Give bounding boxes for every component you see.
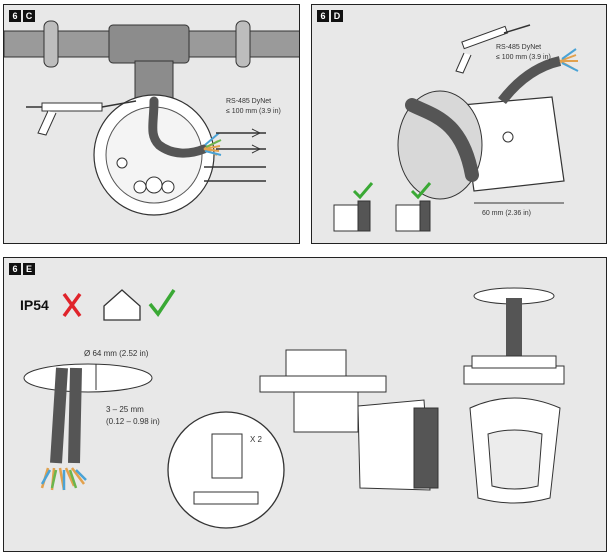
panel-step-6c: 6 C RS-485 DyNet bbox=[3, 4, 300, 244]
depth-label: 3 – 25 mm bbox=[106, 405, 144, 414]
screw bbox=[216, 144, 266, 154]
ip-rating-label: IP54 bbox=[20, 297, 49, 313]
step-badge: 6 C bbox=[9, 10, 35, 22]
check-icon bbox=[148, 289, 176, 317]
dynet-cable bbox=[498, 56, 562, 105]
step-letter: E bbox=[23, 263, 35, 275]
dynet-cable bbox=[148, 96, 209, 158]
step-number: 6 bbox=[317, 10, 329, 22]
step-badge: 6 E bbox=[9, 263, 35, 275]
cable-label: RS-485 DyNet bbox=[226, 98, 271, 105]
wall-mount-illustration: 60 mm (2.36 in) RS-485 DyNet ≤ 100 mm (3… bbox=[333, 24, 579, 232]
ceiling-hole bbox=[23, 363, 153, 393]
indoor-house-icon bbox=[103, 289, 141, 321]
step-number: 6 bbox=[9, 263, 21, 275]
pipe-saddle bbox=[43, 20, 59, 68]
caulking-gun-icon bbox=[455, 24, 531, 74]
step-badge: 6 D bbox=[317, 10, 343, 22]
sensor-thumbnail bbox=[333, 200, 371, 232]
conduit-tee bbox=[108, 24, 190, 64]
sensor-front-view bbox=[463, 287, 565, 504]
box-screw bbox=[502, 131, 514, 143]
step-letter: D bbox=[331, 10, 343, 22]
cross-icon bbox=[62, 292, 82, 318]
caulking-gun-icon bbox=[26, 100, 137, 136]
pipe-saddle bbox=[235, 20, 251, 68]
ceiling-mount-illustration: RS-485 DyNet ≤ 100 mm (3.9 in) bbox=[4, 20, 299, 216]
knockout-hole bbox=[145, 176, 163, 194]
repeat-label: X 2 bbox=[250, 435, 263, 444]
dynet-cable bbox=[405, 98, 479, 182]
knockout-hole bbox=[133, 180, 147, 194]
sensor-side-view bbox=[259, 349, 439, 491]
sensor-thumbnail bbox=[395, 200, 431, 232]
cable-label: RS-485 DyNet bbox=[496, 44, 541, 51]
check-icon bbox=[410, 182, 432, 200]
width-label: 60 mm (2.36 in) bbox=[482, 210, 531, 217]
depth-label-imperial: (0.12 – 0.98 in) bbox=[106, 417, 160, 426]
cable-length-label: ≤ 100 mm (3.9 in) bbox=[226, 108, 281, 115]
panel-step-6e: 6 E IP54 Ø 64 mm (2.52 in) 3 – 25 mm (0.… bbox=[3, 257, 607, 552]
step-letter: C bbox=[23, 10, 35, 22]
conduit-drop bbox=[134, 60, 174, 102]
knockout-hole bbox=[161, 180, 175, 194]
mount-plate bbox=[397, 90, 483, 200]
sensor-assembly-illustration: IP54 Ø 64 mm (2.52 in) 3 – 25 mm (0.12 –… bbox=[20, 287, 565, 529]
diameter-label: Ø 64 mm (2.52 in) bbox=[84, 349, 149, 358]
panel-step-6d: 6 D 60 mm (2.36 in) RS-485 DyNet ≤ 100 m… bbox=[311, 4, 607, 244]
cable-length-label: ≤ 100 mm (3.9 in) bbox=[496, 54, 551, 61]
dynet-cable bbox=[50, 367, 82, 464]
screw bbox=[216, 128, 266, 138]
knockout-hole bbox=[116, 157, 128, 169]
step-number: 6 bbox=[9, 10, 21, 22]
check-icon bbox=[352, 182, 374, 200]
